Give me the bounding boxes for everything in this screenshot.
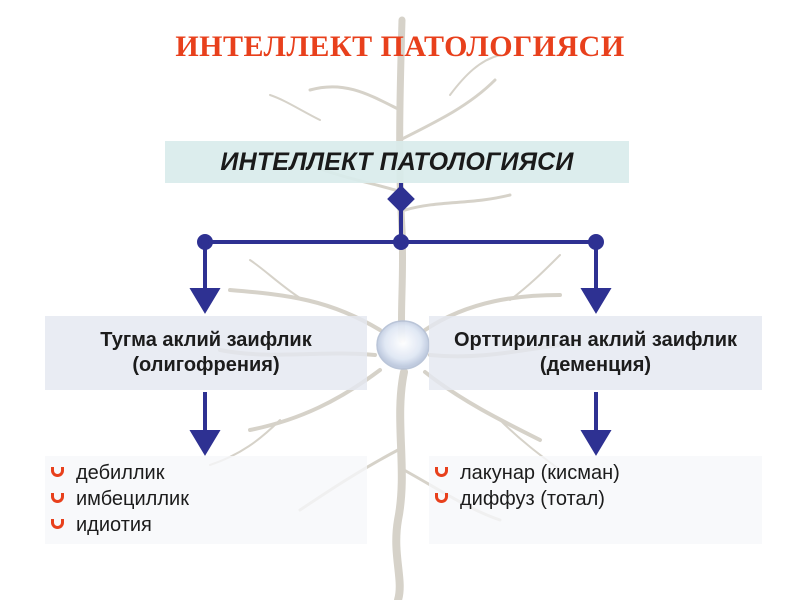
- list-item-text: лакунар (кисман): [460, 461, 620, 484]
- u-curve-bullet-icon: [51, 519, 64, 529]
- left-branch-list: дебиллик имбециллик идиотия: [45, 456, 367, 544]
- right-branch-list: лакунар (кисман) диффуз (тотал): [429, 456, 762, 544]
- list-item: диффуз (тотал): [429, 486, 762, 512]
- right-arrow-icon: [580, 288, 612, 314]
- u-curve-bullet-icon: [435, 493, 448, 503]
- left-branch-node: Тугма аклий заифлик (олигофрения): [45, 316, 367, 390]
- left-arrow-icon: [189, 288, 221, 314]
- left-branch-subtitle: (олигофрения): [132, 354, 280, 376]
- list-item: имбециллик: [45, 486, 367, 512]
- u-curve-bullet-icon: [435, 467, 448, 477]
- list-item-text: идиотия: [76, 513, 152, 536]
- right-list-arrow-icon: [580, 430, 612, 456]
- list-item-text: имбециллик: [76, 487, 189, 510]
- left-list-arrow-icon: [189, 430, 221, 456]
- list-item-text: дебиллик: [76, 461, 165, 484]
- root-node-label: ИНТЕЛЛЕКТ ПАТОЛОГИЯСИ: [220, 147, 574, 176]
- list-item: идиотия: [45, 512, 367, 538]
- left-branch-title: Тугма аклий заифлик: [100, 329, 312, 351]
- root-diamond-icon: [387, 185, 415, 213]
- slide-title: ИНТЕЛЛЕКТ ПАТОЛОГИЯСИ: [175, 30, 625, 63]
- right-branch-title: Орттирилган аклий заифлик: [453, 329, 738, 351]
- list-item-text: диффуз (тотал): [460, 487, 605, 510]
- list-item: дебиллик: [45, 460, 367, 486]
- right-branch-node: Орттирилган аклий заифлик (деменция): [429, 316, 762, 390]
- u-curve-bullet-icon: [51, 493, 64, 503]
- list-item: лакунар (кисман): [429, 460, 762, 486]
- root-node: ИНТЕЛЛЕКТ ПАТОЛОГИЯСИ: [165, 141, 629, 183]
- right-branch-subtitle: (деменция): [539, 354, 652, 376]
- center-joint-dot-icon: [393, 234, 409, 250]
- u-curve-bullet-icon: [51, 467, 64, 477]
